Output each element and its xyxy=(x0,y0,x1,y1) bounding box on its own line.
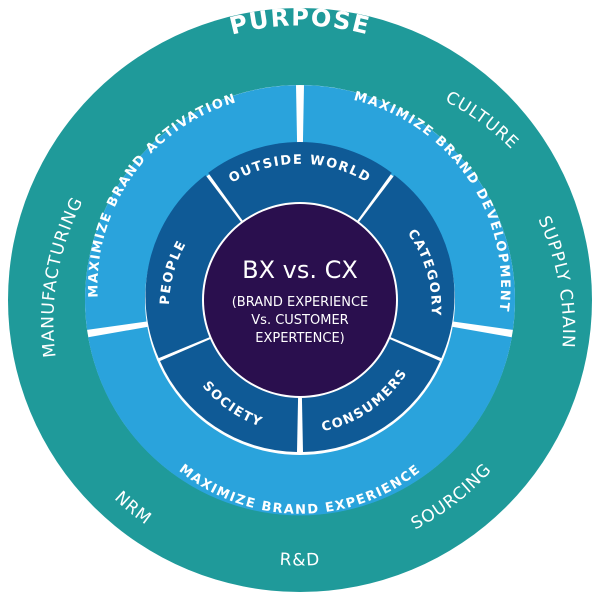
center-subtitle-line2: Vs. CUSTOMER xyxy=(251,313,348,328)
label-rd: R&D xyxy=(279,550,320,571)
center-subtitle-line3: EXPERTENCE) xyxy=(255,331,345,346)
center-title: BX vs. CX xyxy=(242,256,358,284)
svg-text:R&D: R&D xyxy=(279,550,321,571)
center-subtitle-line1: (BRAND EXPERIENCE xyxy=(232,295,369,310)
